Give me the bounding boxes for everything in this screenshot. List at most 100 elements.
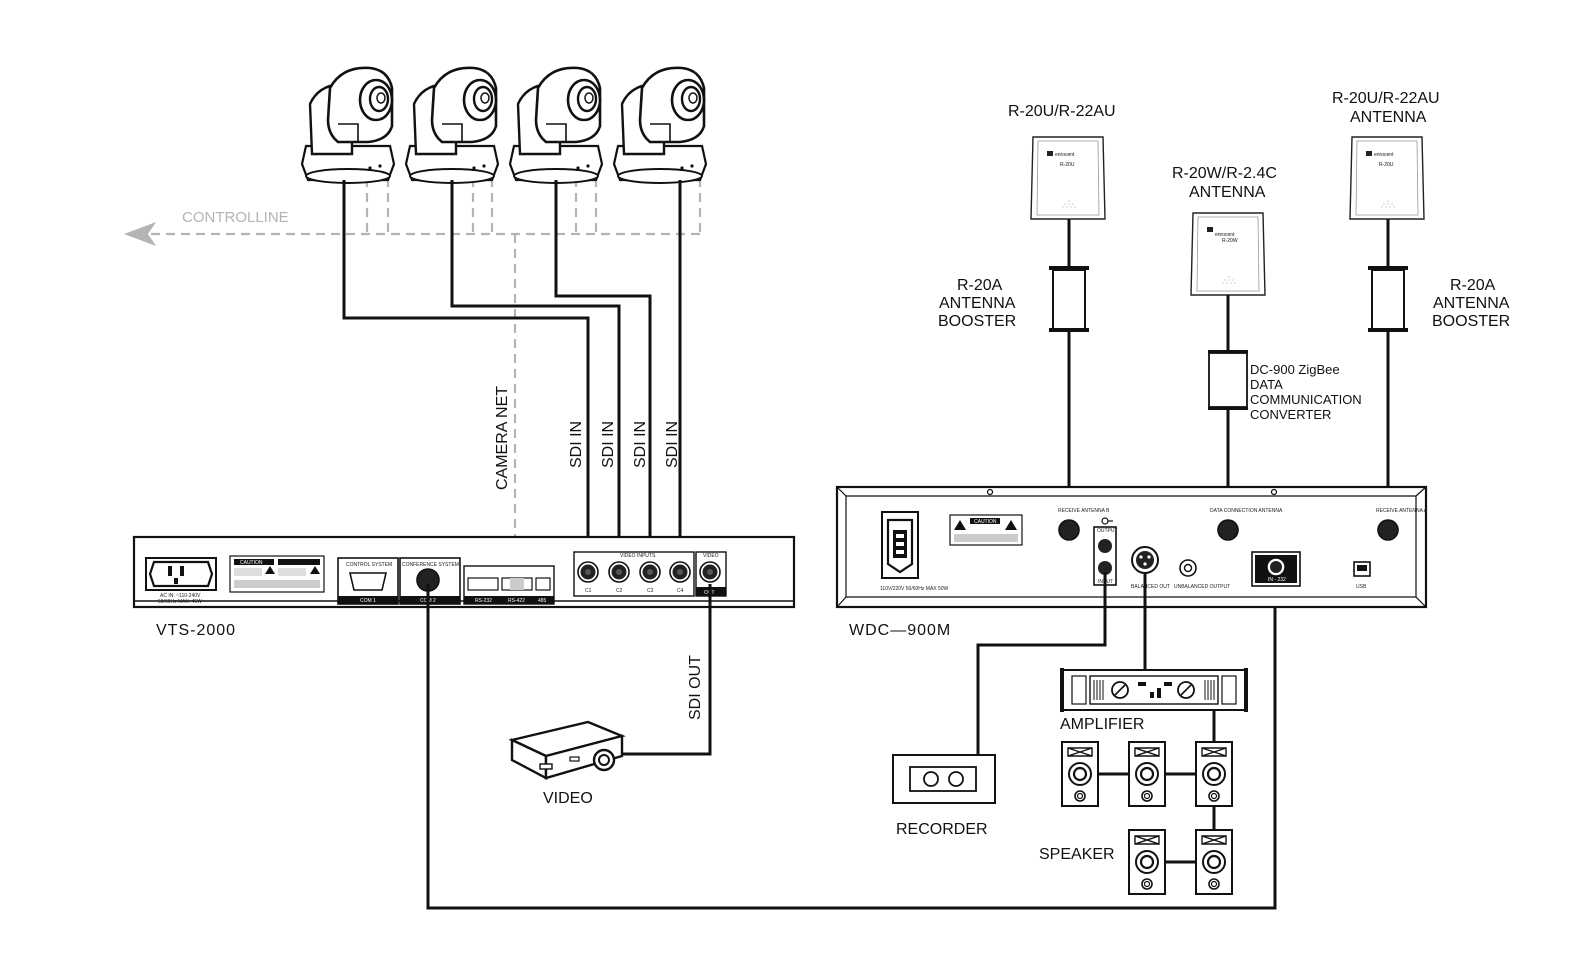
output-text: OUTPUT — [1097, 528, 1118, 534]
zigbee-converter — [1208, 350, 1248, 410]
video-projector — [508, 720, 626, 780]
right-antenna-title-1: R-20U/R-22AU — [1332, 90, 1440, 107]
sdi-in-label-3: SDI IN — [632, 421, 649, 468]
data-connection-text: DATA CONNECTION ANTENNA — [1210, 508, 1283, 514]
left-antenna-brand: enrocent — [1055, 152, 1075, 158]
balanced-out-jack: BALANCED OUT — [1131, 546, 1170, 590]
rs422-text: RS-422 — [508, 598, 525, 604]
control-system-text: CONTROL SYSTEM — [346, 562, 392, 568]
recorder-device — [892, 754, 996, 804]
speaker-cables — [1099, 710, 1216, 864]
in-232-port: IN - 232 — [1251, 551, 1301, 587]
antenna-jack-a — [1377, 519, 1399, 541]
speaker-label: SPEAKER — [1039, 846, 1115, 863]
vts-power-socket: AC IN: ~110-240V 50/60Hz MAX: 45W — [145, 557, 217, 605]
converter-line3: COMMUNICATION — [1250, 392, 1362, 407]
converter-line4: CONVERTER — [1250, 407, 1331, 422]
speaker-5 — [1194, 828, 1234, 896]
receive-antenna-a-text: RECEIVE ANTENNA A — [1376, 508, 1428, 514]
rs232-cable — [426, 578, 1277, 910]
rs232-text: RS-232 — [475, 598, 492, 604]
mid-antenna-title-2: ANTENNA — [1189, 184, 1266, 201]
bnc-video-out — [699, 561, 721, 583]
usb-port: USB — [1353, 561, 1371, 590]
vts-power-text-2: 50/60Hz MAX: 45W — [158, 599, 202, 605]
left-antenna-model: R-20U — [1060, 162, 1075, 168]
bnc-c3 — [639, 561, 661, 583]
vts-power-text-1: AC IN: ~110-240V — [160, 593, 201, 599]
wdc-power-text: 110V/220V 50/60Hz MAX 50W — [880, 586, 949, 592]
receive-antenna-b-text: RECEIVE ANTENNA B — [1058, 508, 1110, 514]
sdi-in-label-2: SDI IN — [600, 421, 617, 468]
left-antenna-title: R-20U/R-22AU — [1008, 103, 1116, 120]
speaker-3 — [1194, 740, 1234, 808]
converter-line1: DC-900 ZigBee — [1250, 362, 1340, 377]
converter-line2: DATA — [1250, 377, 1283, 392]
c4-text: C4 — [677, 588, 684, 594]
recorder-label: RECORDER — [896, 821, 988, 838]
right-antenna-brand: enrocent — [1374, 152, 1394, 158]
left-booster — [1048, 265, 1090, 333]
video-inputs-panel: VIDEO INPUTS C1 C2 C3 C4 — [573, 551, 695, 597]
unbalanced-out-jack: UNBALANCED OUTPUT — [1174, 559, 1230, 590]
balanced-out-text: BALANCED OUT — [1131, 584, 1170, 590]
mid-antenna: enrocent R-20W — [1190, 212, 1266, 296]
c2-text: C2 — [616, 588, 623, 594]
ptz-camera-2 — [404, 66, 500, 185]
bnc-c1 — [577, 561, 599, 583]
speaker-2 — [1127, 740, 1167, 808]
right-booster-line3: BOOSTER — [1432, 313, 1510, 330]
controlline-arrowhead — [124, 222, 156, 246]
left-booster-line1: R-20A — [957, 277, 1003, 294]
ptz-camera-4 — [612, 66, 708, 185]
sdi-in-label-1: SDI IN — [568, 421, 585, 468]
ptz-camera-1 — [300, 66, 396, 185]
left-antenna: enrocent R-20U — [1030, 136, 1106, 220]
recorder-cable — [976, 572, 1107, 756]
unbalanced-out-text: UNBALANCED OUTPUT — [1174, 584, 1230, 590]
controlline-label: CONTROLLINE — [182, 209, 289, 226]
vts-2000-label: VTS-2000 — [156, 622, 236, 639]
left-booster-line3: BOOSTER — [938, 313, 1016, 330]
sdi-out-cable — [620, 584, 712, 756]
left-booster-line2: ANTENNA — [939, 295, 1016, 312]
wdc-900m-label: WDC—900M — [849, 622, 951, 639]
com2-port: CONFERENCE SYSTEM COM 2 — [399, 557, 461, 605]
ptz-camera-3 — [508, 66, 604, 185]
right-antenna-model: R-20U — [1379, 162, 1394, 168]
video-out-title: VIDEO — [703, 553, 719, 559]
usb-text: USB — [1356, 584, 1367, 590]
wdc-caution-label: CAUTION — [949, 514, 1023, 546]
conference-system-text: CONFERENCE SYSTEM — [402, 562, 459, 568]
right-antenna-title-2: ANTENNA — [1350, 109, 1427, 126]
video-inputs-text: VIDEO INPUTS — [620, 553, 656, 559]
data-antenna-jack — [1217, 519, 1239, 541]
bnc-c4 — [669, 561, 691, 583]
rs-terminal-block: RS-232 RS-422 485 — [463, 565, 555, 605]
com1-text: COM 1 — [360, 598, 376, 604]
wdc-900m-unit: 110V/220V 50/60Hz MAX 50W CAUTION RECEIV… — [835, 485, 1428, 609]
c1-text: C1 — [585, 588, 592, 594]
mid-antenna-model: R-20W — [1222, 238, 1238, 244]
wdc-caution-text: CAUTION — [974, 519, 997, 525]
speaker-4 — [1127, 828, 1167, 896]
bnc-c2 — [608, 561, 630, 583]
right-booster-line1: R-20A — [1450, 277, 1496, 294]
sdi-cables — [342, 180, 682, 570]
vts-caution-text: CAUTION — [240, 560, 263, 566]
vts-2000-unit: AC IN: ~110-240V 50/60Hz MAX: 45W CAUTIO… — [132, 535, 796, 609]
video-label: VIDEO — [543, 790, 593, 807]
mid-antenna-brand: enrocent — [1215, 232, 1235, 238]
right-antenna: enrocent R-20U — [1349, 136, 1425, 220]
vts-caution-label: CAUTION — [229, 555, 325, 593]
right-booster-line2: ANTENNA — [1433, 295, 1510, 312]
sdi-in-label-4: SDI IN — [664, 421, 681, 468]
sdi-out-label: SDI OUT — [687, 655, 704, 720]
speaker-1 — [1060, 740, 1100, 808]
c3-text: C3 — [647, 588, 654, 594]
amplifier-label: AMPLIFIER — [1060, 716, 1144, 733]
wdc-power-socket: 110V/220V 50/60Hz MAX 50W — [880, 511, 949, 592]
com1-port: CONTROL SYSTEM COM 1 — [337, 557, 399, 605]
